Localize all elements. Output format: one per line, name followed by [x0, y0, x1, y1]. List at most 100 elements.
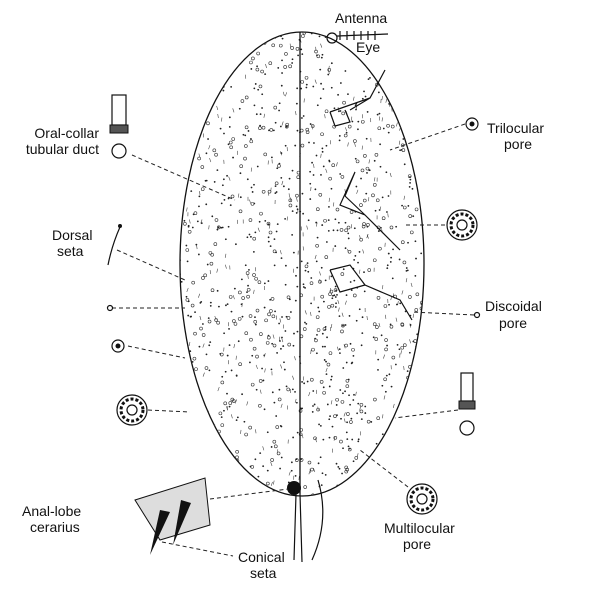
stipple-mark	[394, 42, 399, 47]
stipple-mark	[296, 285, 299, 288]
stipple-mark	[182, 404, 184, 409]
stipple-mark	[201, 62, 203, 67]
stipple-mark	[198, 153, 201, 158]
stipple-mark	[291, 169, 294, 172]
stipple-mark	[207, 484, 210, 489]
stipple-mark	[402, 138, 405, 140]
stipple-mark	[344, 469, 349, 474]
stipple-mark	[310, 302, 313, 305]
stipple-mark	[325, 241, 328, 243]
stipple-mark	[306, 380, 309, 383]
stipple-mark	[250, 138, 252, 140]
stipple-mark	[233, 322, 238, 326]
stipple-mark	[344, 324, 347, 326]
stipple-mark	[403, 481, 406, 484]
stipple-mark	[352, 293, 357, 298]
stipple-mark	[278, 336, 281, 341]
stipple-mark	[419, 361, 421, 364]
stipple-mark	[233, 287, 236, 290]
stipple-mark	[291, 62, 294, 64]
stipple-mark	[227, 143, 230, 146]
stipple-mark	[330, 187, 333, 190]
stipple-mark	[354, 456, 359, 460]
stipple-mark	[407, 379, 412, 384]
stipple-mark	[230, 310, 233, 313]
stipple-mark	[252, 250, 255, 253]
stipple-mark	[295, 110, 297, 116]
stipple-mark	[366, 172, 368, 174]
stipple-mark	[191, 447, 193, 450]
stipple-mark	[352, 460, 355, 463]
stipple-mark	[395, 225, 398, 228]
stipple-mark	[403, 366, 405, 371]
stipple-mark	[221, 375, 224, 378]
stipple-mark	[190, 455, 194, 460]
stipple-mark	[349, 403, 351, 406]
stipple-mark	[381, 117, 383, 122]
stipple-mark	[221, 226, 224, 229]
stipple-mark	[239, 172, 242, 175]
stipple-mark	[230, 469, 234, 474]
stipple-mark	[200, 222, 203, 225]
stipple-mark	[236, 34, 238, 39]
stipple-mark	[307, 270, 310, 273]
stipple-mark	[301, 34, 305, 38]
stipple-mark	[192, 32, 195, 37]
stipple-mark	[246, 287, 251, 292]
stipple-mark	[199, 69, 204, 73]
stipple-mark	[233, 344, 236, 349]
stipple-mark	[321, 147, 324, 150]
stipple-mark	[379, 165, 382, 168]
stipple-mark	[411, 360, 414, 365]
stipple-mark	[390, 72, 393, 74]
stipple-mark	[400, 345, 405, 350]
stipple-mark	[389, 456, 392, 461]
stipple-mark	[248, 233, 251, 236]
stipple-mark	[270, 461, 273, 467]
stipple-mark	[355, 391, 357, 396]
stipple-mark	[220, 380, 225, 385]
stipple-mark	[245, 480, 248, 485]
stipple-mark	[403, 163, 406, 166]
stipple-mark	[391, 277, 394, 280]
stipple-mark	[250, 382, 255, 387]
stipple-mark	[398, 420, 401, 423]
stipple-mark	[389, 324, 394, 329]
stipple-mark	[360, 344, 363, 347]
stipple-mark	[207, 110, 209, 113]
stipple-mark	[328, 176, 332, 181]
stipple-mark	[353, 258, 356, 261]
stipple-mark	[341, 312, 344, 317]
stipple-mark	[319, 279, 321, 284]
stipple-mark	[389, 225, 394, 230]
stipple-mark	[230, 397, 235, 402]
stipple-mark	[266, 431, 269, 434]
antenna-drawing	[326, 31, 389, 44]
stipple-mark	[349, 210, 354, 214]
stipple-mark	[330, 375, 333, 378]
stipple-mark	[409, 372, 414, 376]
stipple-mark	[194, 428, 197, 430]
stipple-mark	[315, 221, 318, 224]
stipple-mark	[279, 467, 281, 470]
stipple-mark	[363, 154, 367, 158]
stipple-mark	[218, 411, 223, 416]
stipple-mark	[425, 475, 426, 479]
stipple-mark	[327, 219, 330, 222]
stipple-mark	[401, 204, 403, 207]
stipple-mark	[347, 232, 350, 235]
stipple-mark	[290, 461, 293, 464]
stipple-mark	[231, 414, 233, 419]
stipple-mark	[402, 260, 407, 265]
stipple-mark	[400, 148, 403, 151]
stipple-mark	[401, 494, 404, 496]
stipple-mark	[282, 91, 285, 96]
stipple-mark	[250, 68, 253, 70]
stipple-mark	[294, 390, 296, 393]
stipple-mark	[362, 198, 367, 203]
stipple-mark	[248, 218, 253, 222]
stipple-mark	[215, 39, 220, 44]
stipple-mark	[331, 163, 336, 167]
stipple-mark	[356, 412, 359, 415]
stipple-mark	[392, 423, 397, 428]
